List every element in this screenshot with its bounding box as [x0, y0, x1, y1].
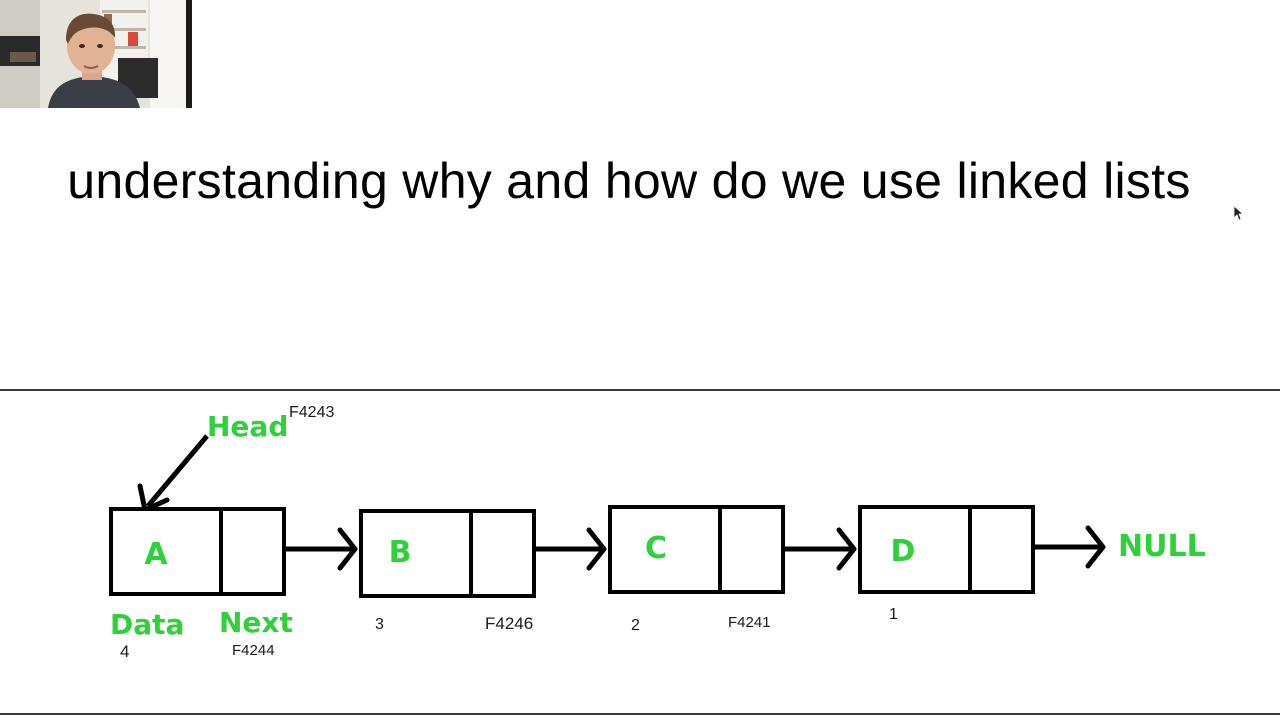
- slide-title: understanding why and how do we use link…: [67, 153, 1191, 209]
- presenter-webcam-image: [0, 0, 192, 108]
- node-c-box: [608, 505, 785, 594]
- node-b-box: [359, 509, 536, 598]
- head-pointer-arrow: [137, 434, 209, 513]
- node-b-data-value: 3: [375, 616, 384, 633]
- next-field-label: Next: [219, 606, 293, 639]
- node-a-data-value: 4: [120, 642, 129, 661]
- list-node-a: A: [109, 507, 286, 596]
- next-arrow-b-to-c: [534, 527, 607, 571]
- null-terminal-label: NULL: [1118, 529, 1206, 564]
- next-arrow-a-to-b: [284, 527, 358, 571]
- mouse-pointer-icon: [1233, 205, 1245, 221]
- diagram-bottom-divider: [0, 713, 1280, 715]
- linked-list-diagram: Head F4243 A B: [109, 404, 1206, 661]
- node-a-box: [109, 507, 286, 596]
- node-d-name: D: [891, 534, 916, 569]
- head-label: Head: [207, 410, 288, 443]
- node-b-next-address: F4246: [485, 614, 533, 633]
- node-d-data-value: 1: [889, 606, 898, 623]
- node-a-name: A: [144, 537, 168, 572]
- node-c-next-address: F4241: [728, 614, 771, 631]
- node-d-box: [858, 505, 1035, 594]
- next-arrow-c-to-d: [783, 527, 857, 571]
- node-a-next-address: F4244: [232, 642, 275, 659]
- node-b-name: B: [389, 535, 412, 570]
- node-c-name: C: [645, 531, 667, 566]
- list-node-d: D: [858, 505, 1035, 594]
- presenter-webcam: [0, 0, 192, 108]
- data-field-label: Data: [110, 608, 184, 641]
- node-c-data-value: 2: [631, 617, 640, 634]
- head-address: F4243: [289, 404, 334, 421]
- diagram-top-divider: [0, 389, 1280, 391]
- list-node-b: B: [359, 509, 536, 598]
- list-node-c: C: [608, 505, 785, 594]
- next-arrow-d-to-null: [1033, 525, 1106, 569]
